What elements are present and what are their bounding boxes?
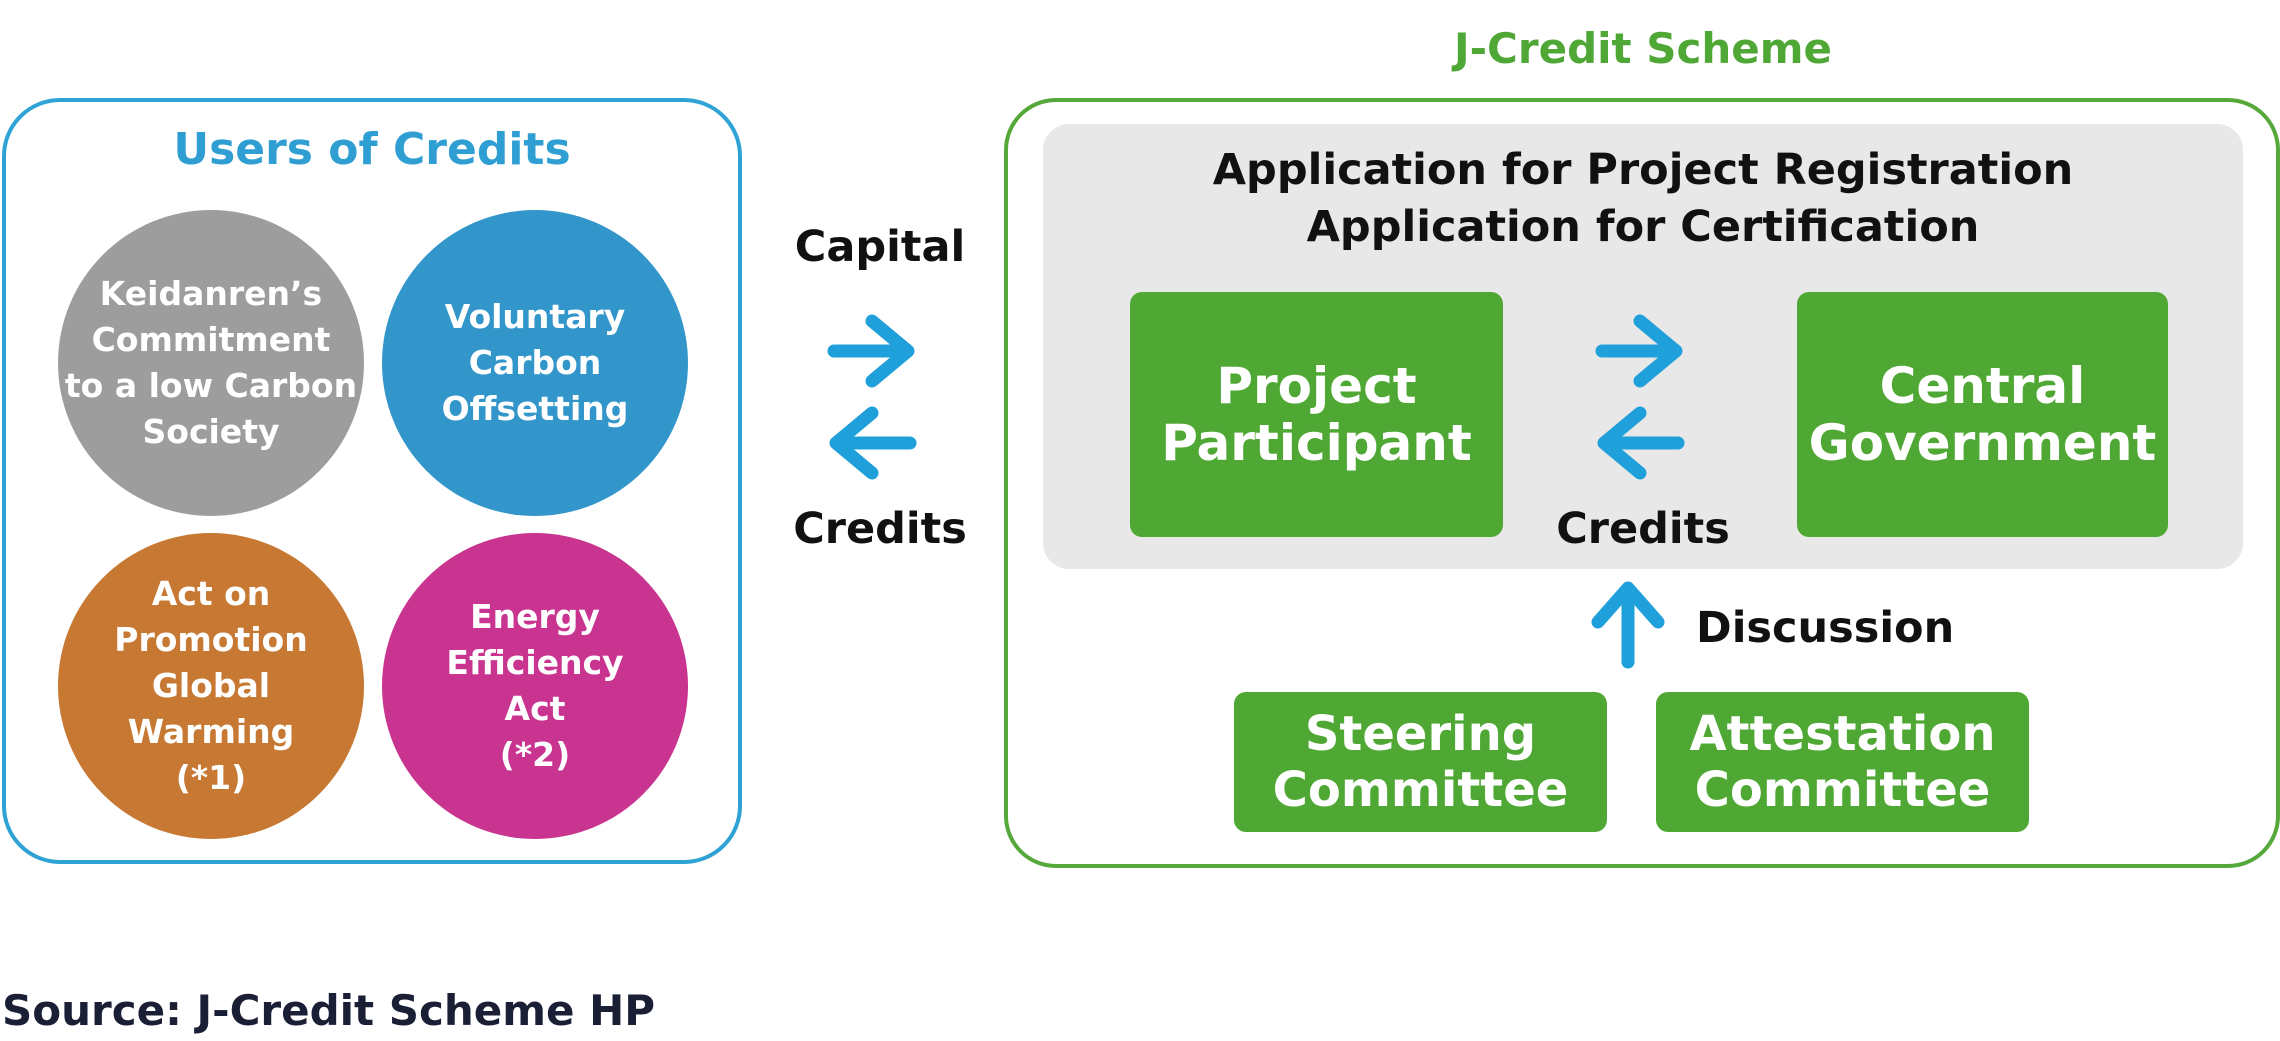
voluntary-carbon-offsetting-circle: Voluntary Carbon Offsetting bbox=[382, 210, 688, 516]
arrow-right-icon bbox=[827, 314, 915, 388]
credits-label: Credits bbox=[793, 504, 967, 554]
users-of-credits-panel bbox=[2, 98, 742, 864]
project-participant-box: Project Participant bbox=[1130, 292, 1503, 537]
scheme-credits-label: Credits bbox=[1556, 504, 1730, 554]
circle-label: Act on Promotion Global Warming (*1) bbox=[114, 574, 308, 797]
capital-label: Capital bbox=[794, 222, 966, 272]
users-of-credits-title: Users of Credits bbox=[173, 124, 571, 175]
attestation-committee-label: Attestation Committee bbox=[1689, 706, 1996, 818]
arrow-right-icon bbox=[1595, 314, 1683, 388]
central-government-box: Central Government bbox=[1797, 292, 2168, 537]
circle-label: Energy Efficiency Act (*2) bbox=[446, 597, 624, 774]
application-text: Application for Project Registration App… bbox=[1043, 142, 2243, 256]
discussion-label: Discussion bbox=[1696, 603, 1955, 653]
central-government-label: Central Government bbox=[1808, 356, 2157, 472]
arrow-left-icon bbox=[1597, 406, 1685, 480]
j-credit-scheme-title: J-Credit Scheme bbox=[1453, 24, 1833, 73]
circle-label: Keidanren’s Commitment to a low Carbon S… bbox=[64, 274, 358, 451]
keidanren-commitment-circle: Keidanren’s Commitment to a low Carbon S… bbox=[58, 210, 364, 516]
steering-committee-label: Steering Committee bbox=[1272, 706, 1569, 818]
energy-efficiency-act-circle: Energy Efficiency Act (*2) bbox=[382, 533, 688, 839]
application-certification-line: Application for Certification bbox=[1306, 202, 1980, 252]
project-participant-label: Project Participant bbox=[1161, 356, 1472, 472]
arrow-up-icon bbox=[1591, 581, 1665, 669]
j-credit-scheme-panel bbox=[1004, 98, 2280, 868]
source-note: Source: J-Credit Scheme HP bbox=[2, 986, 656, 1035]
steering-committee-box: Steering Committee bbox=[1234, 692, 1607, 832]
circle-label: Voluntary Carbon Offsetting bbox=[441, 297, 629, 428]
attestation-committee-box: Attestation Committee bbox=[1656, 692, 2029, 832]
act-on-promotion-global-warming-circle: Act on Promotion Global Warming (*1) bbox=[58, 533, 364, 839]
arrow-left-icon bbox=[829, 406, 917, 480]
application-registration-line: Application for Project Registration bbox=[1212, 145, 2074, 195]
